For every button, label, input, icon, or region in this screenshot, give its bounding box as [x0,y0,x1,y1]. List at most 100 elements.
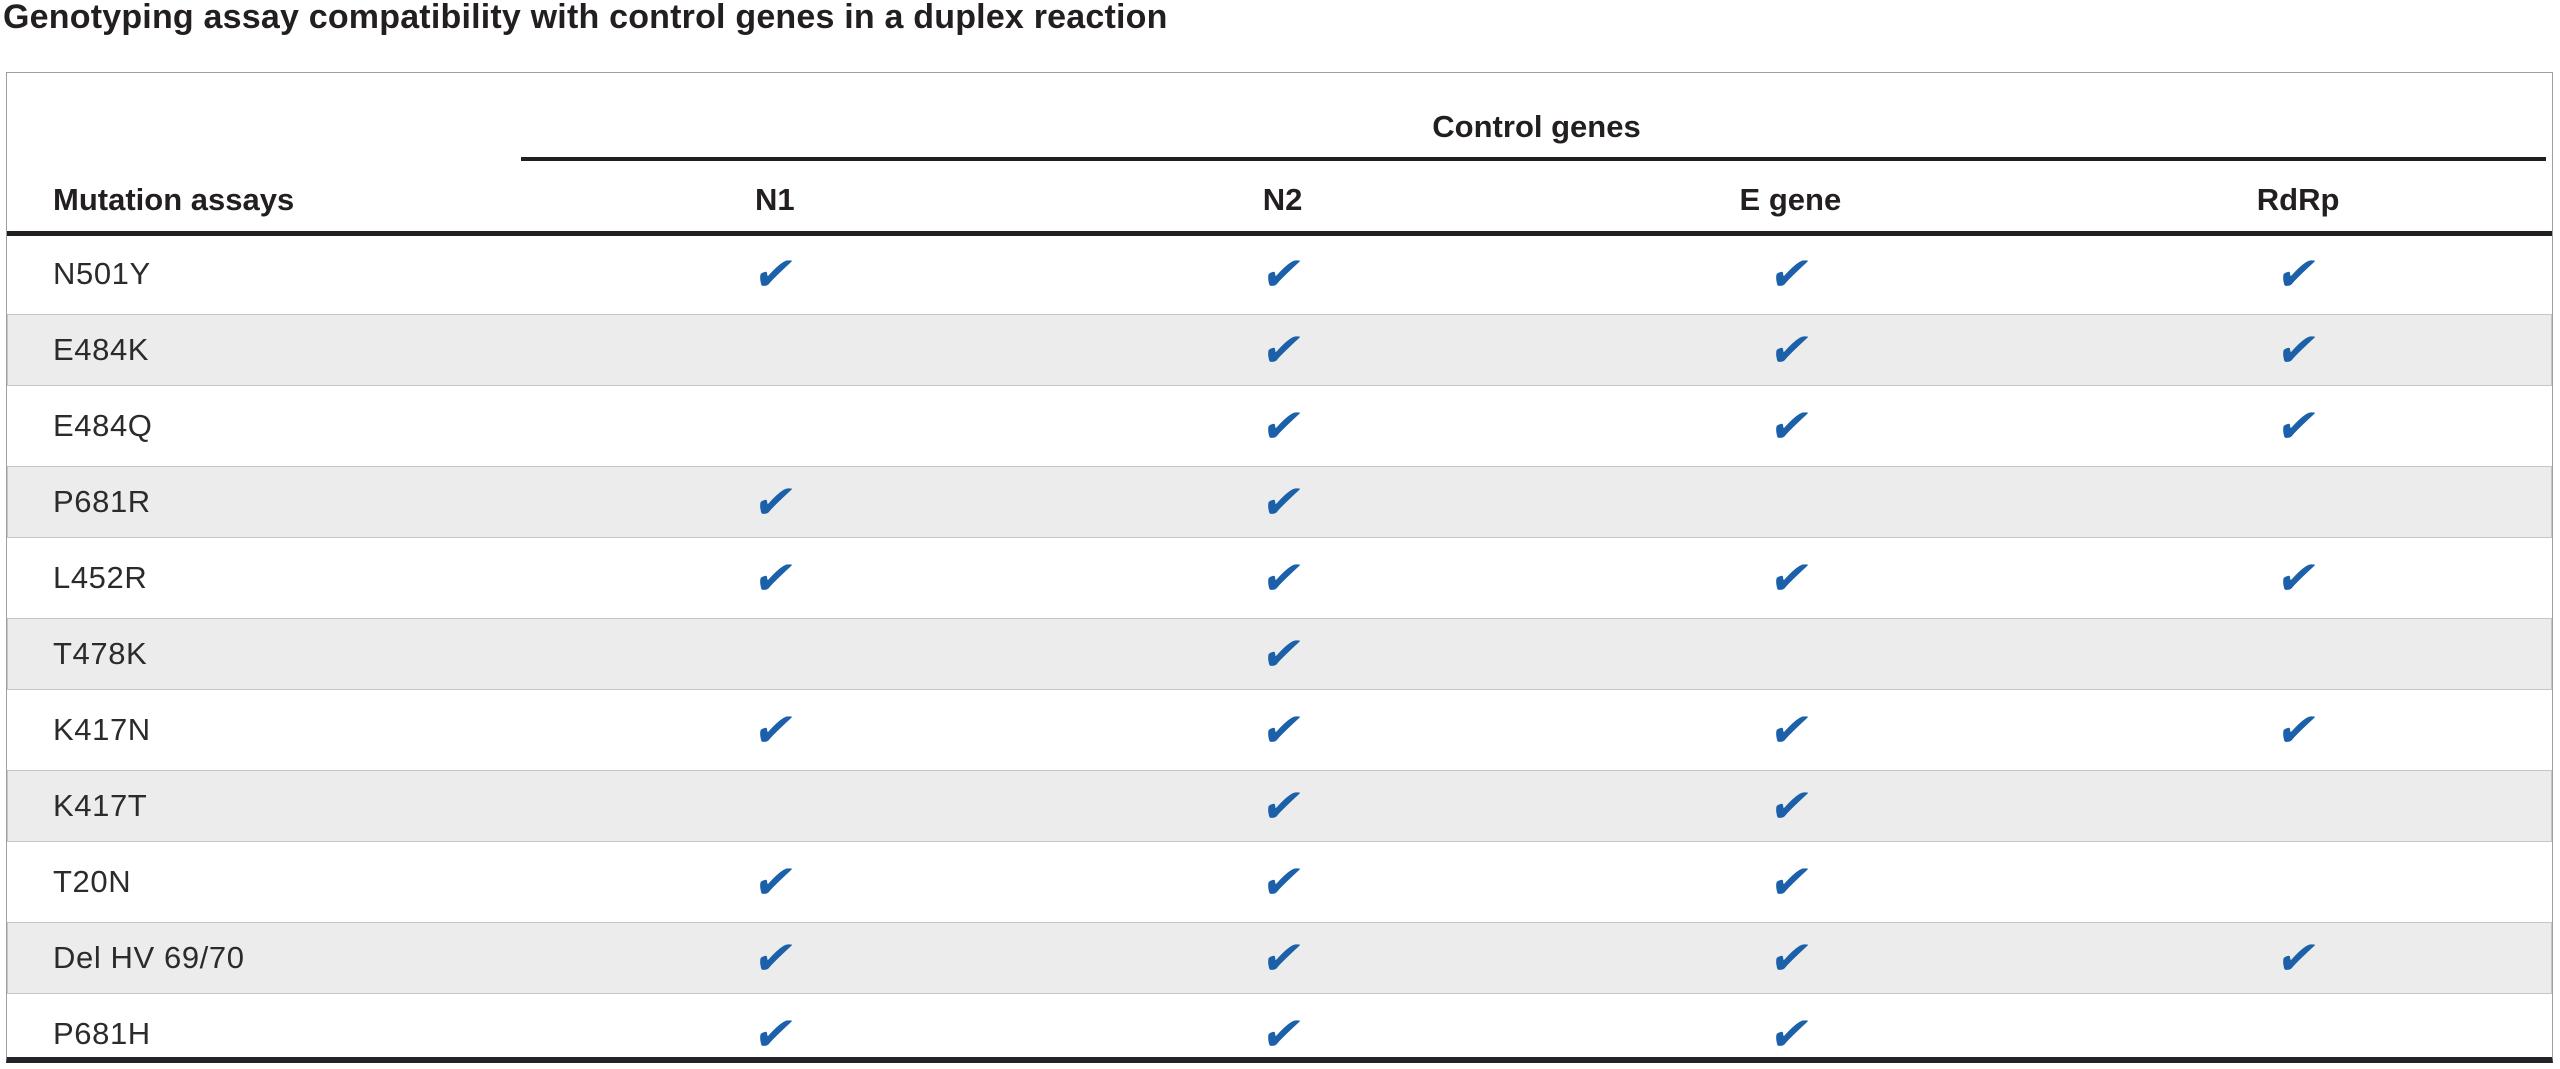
column-header-n2: N2 [1262,182,1303,217]
check-icon: ✔ [1257,778,1309,834]
check-cell: ✔ [521,854,1029,910]
check-cell: ✔ [1537,398,2045,454]
assay-label: P681H [53,1016,151,1051]
column-header-e-gene: E gene [1739,182,1842,217]
assay-label: T478K [53,636,148,671]
check-cell: ✔ [1029,930,1537,986]
table-row: L452R ✔ ✔ ✔ ✔ [7,540,2552,616]
table-row: P681R ✔ ✔ [7,464,2552,540]
check-icon: ✔ [749,1006,801,1062]
column-header-mutation-assays: Mutation assays [53,182,295,217]
check-cell: ✔ [2044,322,2552,378]
assay-label: L452R [53,560,148,595]
check-icon: ✔ [749,474,801,530]
check-icon: ✔ [749,246,801,302]
column-header-rdrp: RdRp [2256,182,2340,217]
check-cell: ✔ [521,550,1029,606]
check-cell: ✔ [2044,702,2552,758]
check-icon: ✔ [1257,246,1309,302]
check-cell: ✔ [521,474,1029,530]
assay-label: E484Q [53,408,153,443]
check-icon: ✔ [1257,626,1309,682]
check-icon: ✔ [2272,930,2324,986]
table-row: K417N ✔ ✔ ✔ ✔ [7,692,2552,768]
table-row: T478K ✔ [7,616,2552,692]
check-icon: ✔ [1257,322,1309,378]
assay-label: K417N [53,712,151,747]
check-cell: ✔ [1537,930,2045,986]
check-icon: ✔ [1257,474,1309,530]
check-icon: ✔ [749,702,801,758]
check-cell: ✔ [1537,1006,2045,1062]
check-icon: ✔ [1257,854,1309,910]
compatibility-table: Control genes Mutation assays N1 N2 E ge… [6,72,2553,1063]
table-header: Control genes Mutation assays N1 N2 E ge… [7,73,2552,236]
check-cell: ✔ [1029,702,1537,758]
check-cell: ✔ [1029,626,1537,682]
table-row: Del HV 69/70 ✔ ✔ ✔ ✔ [7,920,2552,996]
check-icon: ✔ [1257,1006,1309,1062]
check-cell: ✔ [521,702,1029,758]
control-genes-underline [521,157,2546,161]
table-row: E484K ✔ ✔ ✔ [7,312,2552,388]
check-icon: ✔ [2272,398,2324,454]
assay-label: N501Y [53,256,151,291]
check-cell: ✔ [1029,1006,1537,1062]
table-body: N501Y ✔ ✔ ✔ ✔ E484K ✔ ✔ ✔ E484Q ✔ ✔ ✔ P681R ✔ ✔ L452R ✔ ✔ ✔… [7,236,2552,1057]
check-cell: ✔ [1029,854,1537,910]
table-row: K417T ✔ ✔ [7,768,2552,844]
check-cell: ✔ [1537,322,2045,378]
check-cell: ✔ [1537,550,2045,606]
check-cell: ✔ [1029,246,1537,302]
check-icon: ✔ [1764,398,1816,454]
check-icon: ✔ [1764,854,1816,910]
check-cell: ✔ [1537,702,2045,758]
assay-label: K417T [53,788,148,823]
check-icon: ✔ [1764,778,1816,834]
assay-label: Del HV 69/70 [53,940,245,975]
table-row: P681H ✔ ✔ ✔ [7,996,2552,1062]
check-icon: ✔ [2272,322,2324,378]
check-icon: ✔ [1764,246,1816,302]
check-cell: ✔ [2044,246,2552,302]
check-icon: ✔ [1764,930,1816,986]
check-cell: ✔ [1537,854,2045,910]
table-row: E484Q ✔ ✔ ✔ [7,388,2552,464]
check-icon: ✔ [749,930,801,986]
check-cell: ✔ [1029,474,1537,530]
check-icon: ✔ [1257,702,1309,758]
check-icon: ✔ [2272,550,2324,606]
column-header-row: Mutation assays N1 N2 E gene RdRp [7,169,2552,231]
check-icon: ✔ [1764,322,1816,378]
check-icon: ✔ [1764,702,1816,758]
check-cell: ✔ [2044,930,2552,986]
check-cell: ✔ [521,1006,1029,1062]
control-genes-group-header: Control genes [1432,109,1641,144]
assay-label: P681R [53,484,151,519]
check-cell: ✔ [2044,550,2552,606]
check-cell: ✔ [1537,246,2045,302]
check-cell: ✔ [521,930,1029,986]
check-cell: ✔ [2044,398,2552,454]
check-icon: ✔ [1257,398,1309,454]
check-cell: ✔ [1029,550,1537,606]
check-cell: ✔ [1029,322,1537,378]
check-cell: ✔ [1537,778,2045,834]
check-icon: ✔ [749,854,801,910]
column-header-n1: N1 [755,182,795,217]
check-cell: ✔ [1029,398,1537,454]
check-icon: ✔ [1764,1006,1816,1062]
page-title: Genotyping assay compatibility with cont… [3,0,1168,36]
assay-label: E484K [53,332,150,367]
table-row: T20N ✔ ✔ ✔ [7,844,2552,920]
table-row: N501Y ✔ ✔ ✔ ✔ [7,236,2552,312]
check-icon: ✔ [749,550,801,606]
assay-label: T20N [53,864,132,899]
check-icon: ✔ [1257,550,1309,606]
check-icon: ✔ [2272,702,2324,758]
check-icon: ✔ [2272,246,2324,302]
check-icon: ✔ [1764,550,1816,606]
check-cell: ✔ [521,246,1029,302]
check-icon: ✔ [1257,930,1309,986]
check-cell: ✔ [1029,778,1537,834]
